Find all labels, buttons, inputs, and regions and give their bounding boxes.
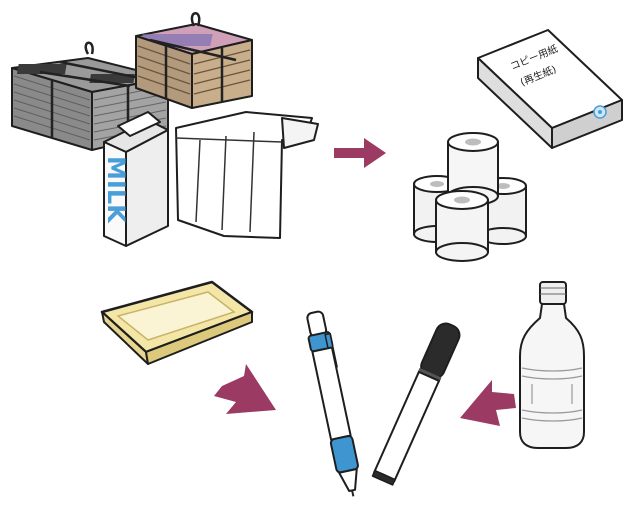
recycle-mark-icon: [594, 106, 606, 118]
black-marker: [372, 320, 463, 485]
arrow-right: [334, 138, 386, 168]
pet-bottle: [520, 282, 584, 448]
copy-paper-box: コピー用紙 (再生紙): [478, 30, 622, 148]
arrow-from-bottle: [460, 380, 516, 426]
food-tray: [102, 282, 252, 364]
magazine-bundle: [136, 13, 252, 108]
flattened-carton: [176, 112, 318, 238]
roll-front: [436, 191, 488, 261]
blue-pen: [303, 310, 364, 498]
milk-label: MILK: [102, 156, 130, 224]
toilet-paper-rolls: [414, 133, 526, 261]
arrow-from-tray: [214, 364, 276, 414]
